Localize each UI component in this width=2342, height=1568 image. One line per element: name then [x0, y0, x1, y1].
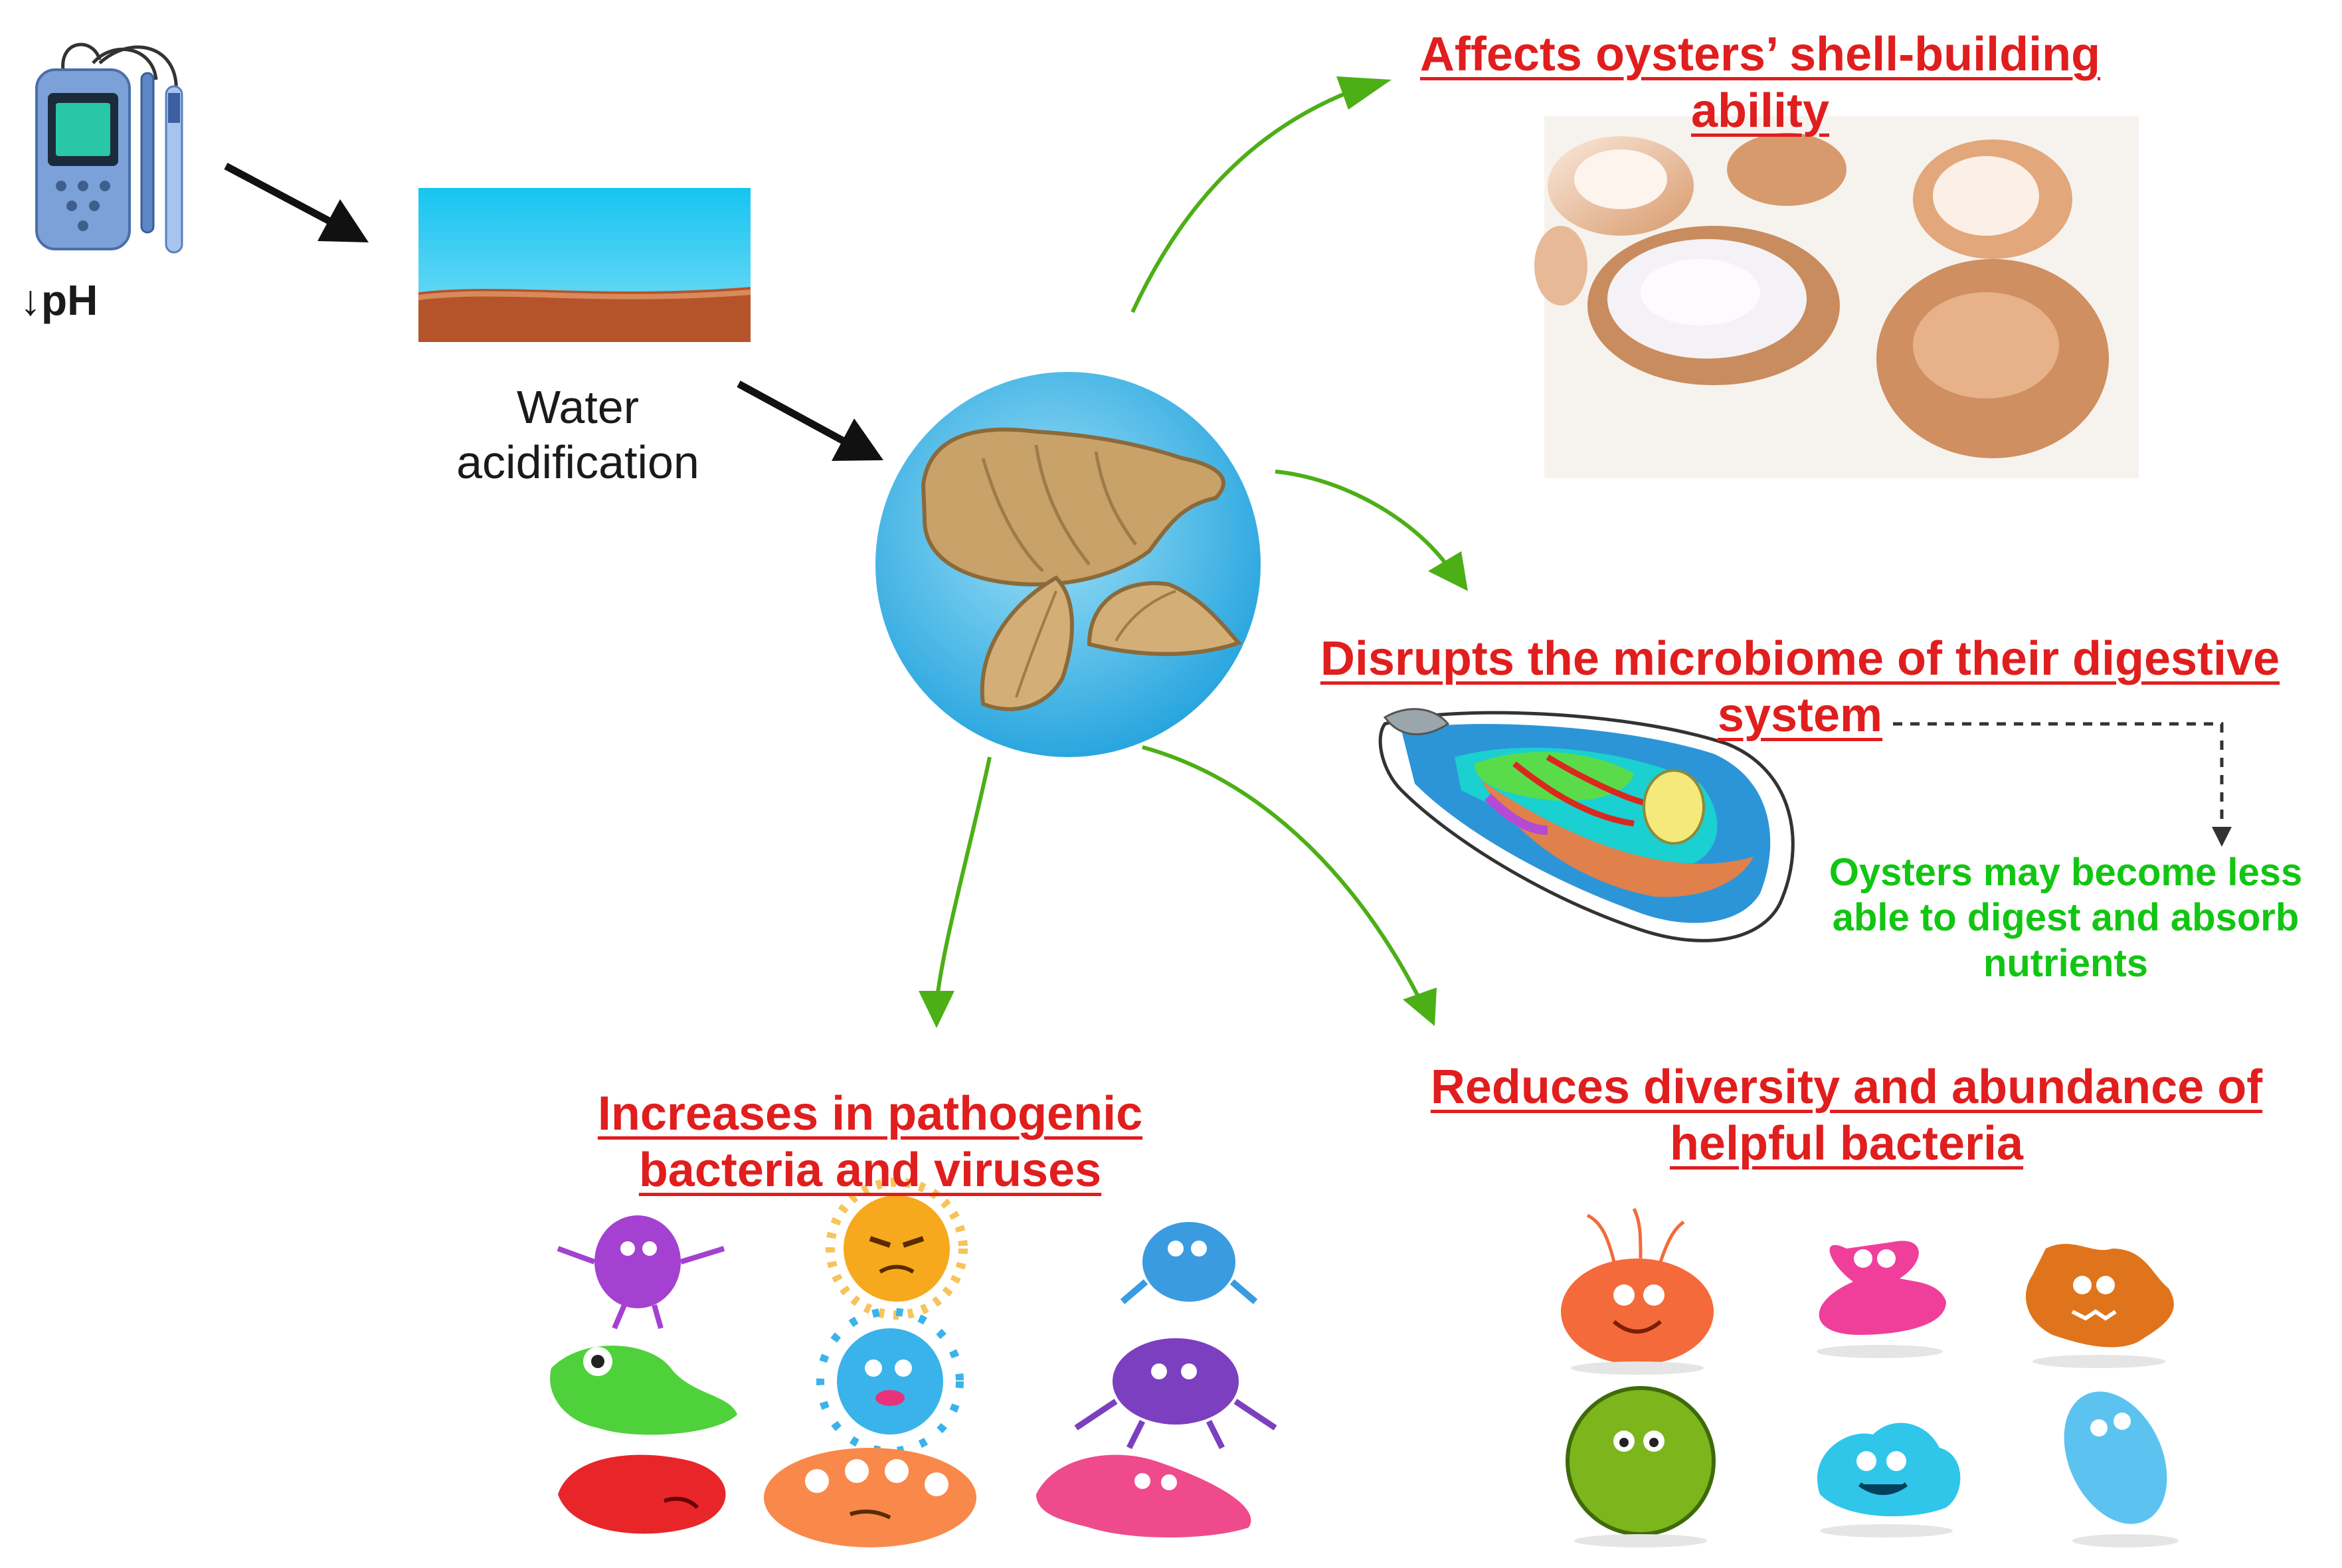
helpful-label-line1: Reduces diversity and abundance of	[1430, 1061, 2263, 1114]
shell-label-line2: ability	[1690, 84, 1830, 137]
arrow-to-helpful-effect	[1142, 745, 1423, 1004]
ph-meter-icon	[35, 43, 183, 254]
pathogen-label-line1: Increases in pathogenic	[597, 1087, 1143, 1140]
arrow-to-shell-effect	[1130, 88, 1356, 313]
pathogen-effect-label: Increases in pathogenic bacteria and vir…	[565, 1086, 1176, 1199]
nutrients-outcome-label: Oysters may become less able to digest a…	[1793, 850, 2338, 986]
pathogen-orange-spiky	[826, 1177, 968, 1320]
nutrients-label-line3: nutrients	[1983, 941, 2149, 985]
arrowhead-water-to-oysters	[832, 418, 883, 461]
helpful-green	[1566, 1386, 1716, 1547]
pathogen-label-line2: bacteria and viruses	[638, 1143, 1102, 1197]
arrow-ph-to-water	[224, 163, 333, 225]
oyster-shells-photo	[1534, 116, 2139, 478]
shell-label-line1: Affects oysters’ shell-building	[1419, 28, 2101, 81]
shell-effect-label: Affects oysters’ shell-building ability	[1362, 27, 2159, 139]
arrow-water-to-oysters	[737, 381, 846, 444]
helpful-pink	[1817, 1241, 1946, 1358]
pathogenic-microbes-icon	[550, 1177, 1277, 1547]
helpful-effect-label: Reduces diversity and abundance of helpf…	[1382, 1059, 2311, 1172]
water-label-line1: Water	[516, 381, 640, 433]
oysters-icon	[875, 372, 1261, 757]
microbiome-effect-label: Disrupts the microbiome of their digesti…	[1302, 631, 2298, 744]
arrow-to-microbiome-effect	[1275, 470, 1453, 572]
pathogen-purple	[557, 1215, 725, 1330]
pathogen-purple-hairy	[1074, 1338, 1277, 1450]
microbiome-label-line2: system	[1717, 688, 1883, 742]
pathogen-orange-multieye	[764, 1448, 976, 1547]
microbiome-label-line1: Disrupts the microbiome of their digesti…	[1320, 632, 2280, 685]
ph-label: ↓pH	[20, 276, 98, 324]
cause-arrows	[224, 163, 883, 461]
pathogen-red	[558, 1454, 726, 1534]
helpful-cyan	[1817, 1423, 1961, 1537]
helpful-light-blue	[2064, 1391, 2179, 1547]
helpful-label-line2: helpful bacteria	[1669, 1116, 2024, 1170]
helpful-bacteria-icon	[1561, 1207, 2179, 1547]
dashed-connector	[1893, 722, 2232, 847]
effect-arrows	[935, 88, 1453, 1004]
nutrients-label-line2: able to digest and absorb	[1832, 896, 2299, 940]
water-sediment-icon	[418, 188, 751, 342]
helpful-orange	[1561, 1207, 1714, 1375]
pathogen-blue-virus	[816, 1308, 964, 1455]
arrow-to-pathogen-effect	[935, 756, 992, 1003]
water-label-line2: acidification	[456, 436, 699, 488]
arrowhead-ph-to-water	[317, 199, 369, 242]
helpful-brown	[2026, 1243, 2174, 1368]
oyster-anatomy-icon	[1378, 708, 1795, 942]
pathogen-green	[550, 1346, 737, 1435]
effect-arrowheads	[919, 76, 1468, 1028]
pathogen-blue	[1120, 1222, 1258, 1304]
water-acidification-label: Water acidification	[405, 380, 751, 489]
nutrients-label-line1: Oysters may become less	[1829, 851, 2303, 894]
pathogen-pink	[1036, 1454, 1251, 1537]
